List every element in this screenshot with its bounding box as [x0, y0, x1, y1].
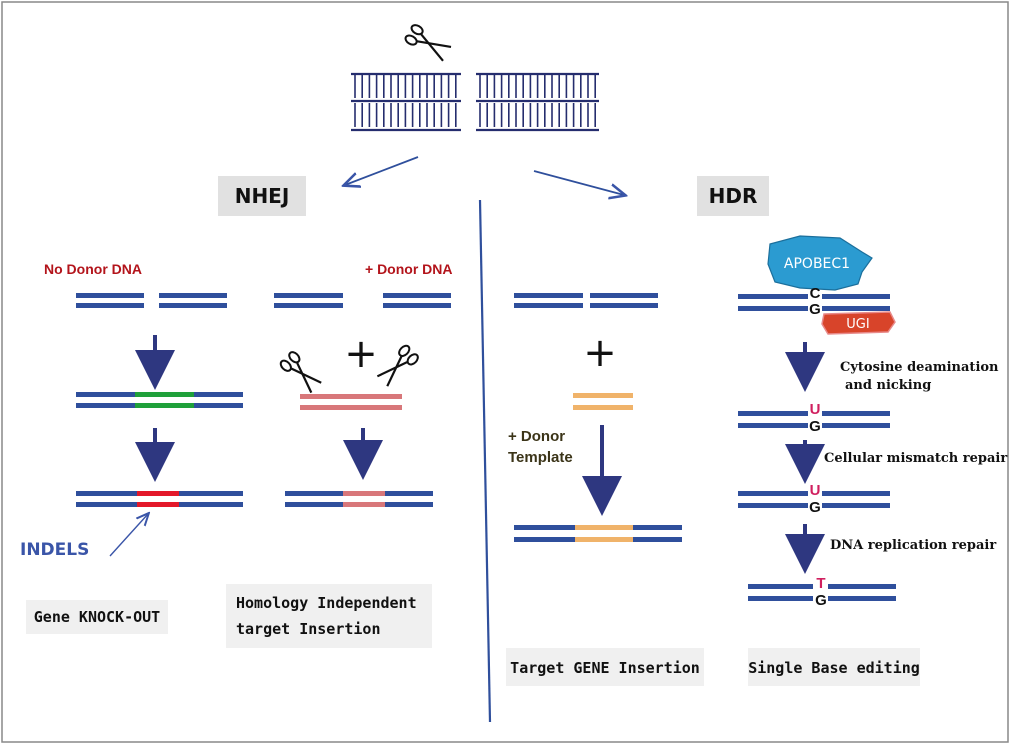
- single-base-label: Single Base editing: [748, 659, 920, 677]
- ko-repaired-strands: [76, 392, 243, 408]
- apobec1-label: APOBEC1: [784, 256, 850, 272]
- sbe-t-strands: [748, 584, 896, 601]
- scissors-icon: [404, 24, 452, 62]
- scissors-icon: [376, 344, 419, 387]
- base-g-3: G: [809, 499, 821, 516]
- step3-label: DNA replication repair: [830, 538, 996, 553]
- hdr-box: [697, 176, 769, 216]
- plus-donor-label: + Donor DNA: [365, 261, 453, 277]
- apobec1-enzyme: [767, 235, 873, 291]
- target-gene-box: [506, 648, 704, 686]
- scissors-icon: [279, 351, 322, 394]
- hiti-inserted-strands: [285, 491, 433, 507]
- indels-pointer: [109, 514, 148, 557]
- hdr-label: HDR: [709, 184, 758, 208]
- base-c: C: [810, 285, 821, 302]
- single-base-box: [748, 648, 920, 686]
- tgi-cut-strands: [514, 293, 658, 308]
- base-u-1: U: [810, 401, 821, 418]
- hiti-cut-strands: [274, 293, 451, 308]
- center-divider: [478, 199, 492, 723]
- ko-cut-strands: [76, 293, 227, 308]
- donor-template-label-line1: + Donor: [508, 428, 565, 445]
- ugi-protein: [821, 311, 896, 335]
- base-g-2: G: [809, 418, 821, 435]
- dna-ladder-cut: [351, 72, 599, 132]
- no-donor-label: No Donor DNA: [44, 261, 142, 277]
- step1-label-line2: and nicking: [845, 378, 931, 393]
- base-g-1: G: [809, 301, 821, 318]
- hiti-label-line1: Homology Independent: [236, 594, 417, 612]
- tgi-donor-template: [573, 393, 633, 410]
- sbe-cut-strands: [738, 294, 890, 311]
- sbe-u-strands-1: [738, 411, 890, 428]
- arrow-to-hdr: [533, 170, 624, 195]
- step1-label-line1: Cytosine deamination: [840, 360, 999, 375]
- base-u-2: U: [810, 482, 821, 499]
- target-gene-label: Target GENE Insertion: [510, 659, 700, 677]
- nhej-box: [218, 176, 306, 216]
- base-t: T: [816, 575, 825, 592]
- donor-template-label-line2: Template: [508, 449, 573, 466]
- base-g-4: G: [815, 592, 827, 609]
- hiti-label-line2: target Insertion: [236, 620, 381, 638]
- ko-indel-strands: [76, 491, 243, 507]
- gene-knockout-box: [26, 600, 168, 634]
- step2-label: Cellular mismatch repair: [824, 451, 1007, 466]
- ugi-label: UGI: [846, 317, 869, 332]
- hiti-plus-sign: +: [344, 331, 378, 377]
- tgi-inserted-strands: [514, 525, 682, 542]
- hiti-donor-strands: [300, 394, 402, 410]
- sbe-u-strands-2: [738, 491, 890, 508]
- nhej-label: NHEJ: [235, 184, 290, 208]
- arrow-to-nhej: [345, 156, 419, 185]
- gene-knockout-label: Gene KNOCK-OUT: [34, 608, 160, 626]
- indels-label: INDELS: [20, 540, 89, 560]
- hiti-box: [226, 584, 432, 648]
- tgi-plus-sign: +: [583, 330, 617, 376]
